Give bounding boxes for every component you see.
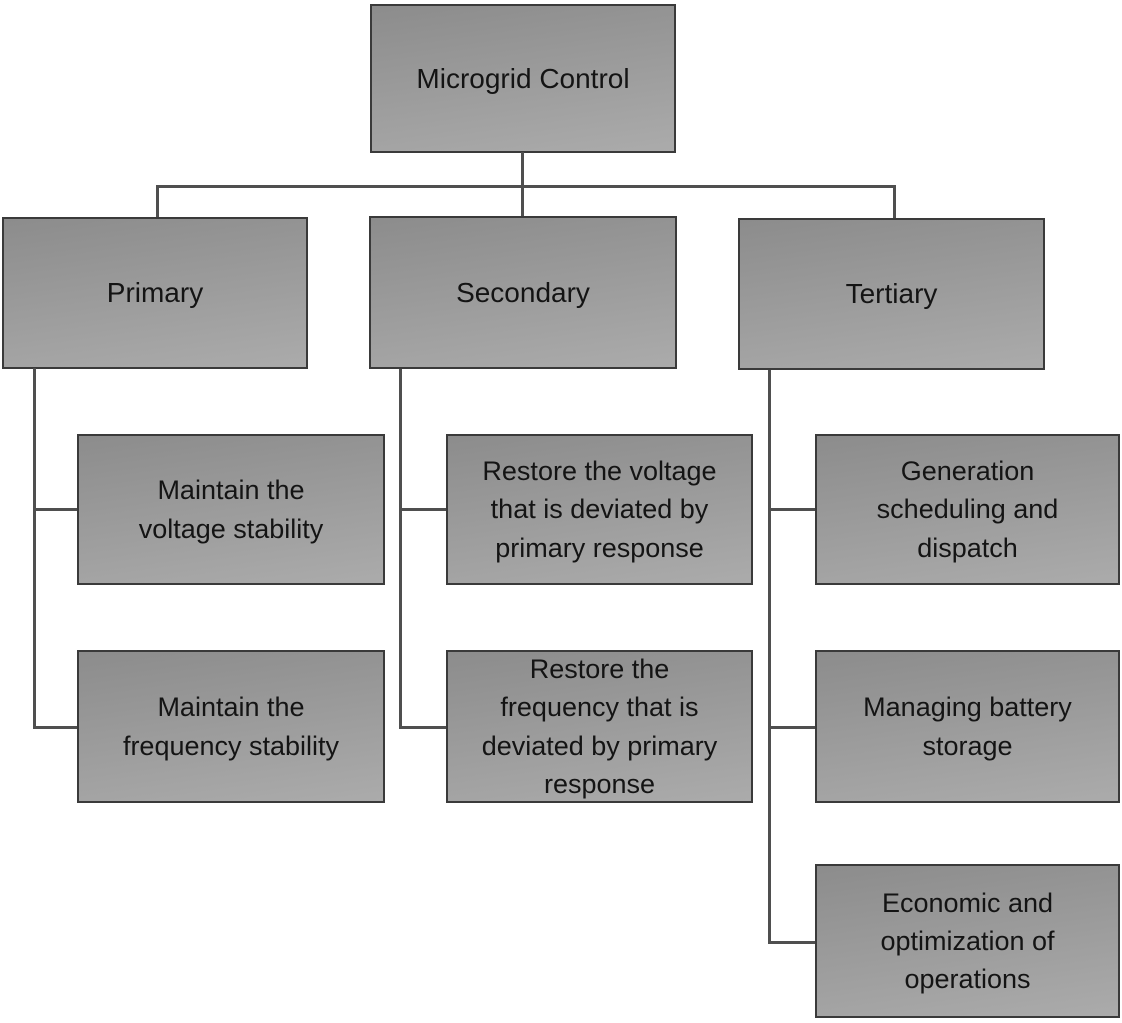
node-label: Microgrid Control [416,62,630,94]
connector-primary-elbow-1 [34,508,79,511]
node-label: Managing battery storage [863,692,1072,761]
connector-tertiary-drop [768,370,771,944]
connector-secondary-elbow-2 [400,726,448,729]
node-label: Maintain the voltage stability [138,475,324,544]
connector-secondary-elbow-1 [400,508,448,511]
node-primary: Primary [2,217,308,369]
connector-secondary-drop [399,369,402,729]
connector-primary-elbow-2 [34,726,79,729]
node-label: Restore the voltage that is deviated by … [482,456,717,563]
node-label: Secondary [456,276,590,308]
node-economic-optimization-operations: Economic and optimization of operations [815,864,1120,1018]
connector-tertiary-stub [893,186,896,219]
connector-primary-drop [33,368,36,729]
node-maintain-voltage-stability: Maintain the voltage stability [77,434,385,585]
node-generation-scheduling-dispatch: Generation scheduling and dispatch [815,434,1120,585]
node-restore-frequency: Restore the frequency that is deviated b… [446,650,753,803]
node-label: Economic and optimization of operations [880,887,1055,995]
connector-tertiary-elbow-3 [769,941,817,944]
connector-primary-stub [156,186,159,218]
node-tertiary: Tertiary [738,218,1045,370]
node-label: Primary [106,277,204,309]
connector-tertiary-elbow-2 [769,726,817,729]
node-label: Maintain the frequency stability [122,692,340,761]
node-microgrid-control: Microgrid Control [370,4,676,153]
node-label: Tertiary [845,278,938,310]
node-secondary: Secondary [369,216,677,369]
connector-tertiary-elbow-1 [769,508,817,511]
node-label: Generation scheduling and dispatch [876,456,1059,563]
node-managing-battery-storage: Managing battery storage [815,650,1120,803]
node-label: Restore the frequency that is deviated b… [481,653,718,799]
connector-top-rail [156,185,896,188]
node-maintain-frequency-stability: Maintain the frequency stability [77,650,385,803]
node-restore-voltage: Restore the voltage that is deviated by … [446,434,753,585]
